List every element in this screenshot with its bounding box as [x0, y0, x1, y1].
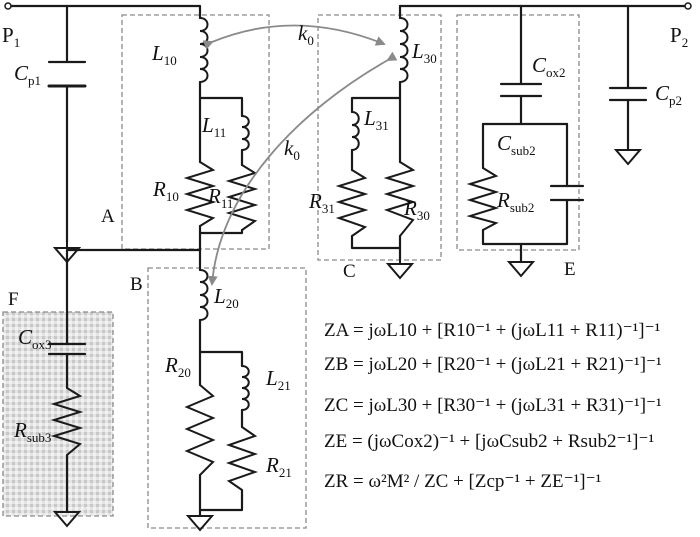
box-b [147, 267, 307, 529]
capacitor-cox3 [47, 342, 87, 356]
label-r11: R11 [207, 184, 233, 211]
equations: ZA = jωL10 + [R10⁻¹ + (jωL11 + R11)⁻¹]⁻¹… [324, 320, 662, 492]
label-k0-top: k0 [298, 21, 314, 48]
section-label-c: C [343, 261, 356, 282]
equation-zc: ZC = jωL30 + [R30⁻¹ + (jωL31 + R31)⁻¹]⁻¹ [324, 395, 662, 416]
box-a [121, 14, 270, 250]
label-l20: L20 [213, 284, 239, 311]
coupling-arrow-mid [207, 51, 398, 286]
box-e [456, 14, 580, 251]
ground-icon [52, 511, 82, 528]
section-label-e: E [564, 259, 576, 280]
capacitor-csub2 [549, 184, 585, 202]
inductor-l20 [199, 269, 209, 321]
ground-icon [613, 149, 643, 166]
capacitor-cp2 [608, 86, 648, 102]
resistor-rsub2 [466, 167, 500, 231]
label-k0-mid: k0 [284, 136, 300, 163]
label-r20: R20 [164, 353, 191, 380]
section-label-a: A [101, 206, 115, 227]
label-r10: R10 [152, 177, 179, 204]
resistor-r10 [183, 161, 217, 227]
label-l10: L10 [151, 41, 177, 68]
label-rsub2: Rsub2 [496, 188, 534, 215]
capacitor-cox2 [499, 82, 543, 98]
label-cp2: Cp2 [655, 81, 682, 108]
inductor-l31 [351, 111, 360, 151]
label-l21: L21 [265, 366, 291, 393]
equation-zr: ZR = ω²M² / ZC + [Zcp⁻¹ + ZE⁻¹]⁻¹ [324, 471, 602, 492]
box-f [2, 311, 114, 517]
terminal-p1 [4, 2, 12, 10]
label-l31: L31 [363, 106, 389, 133]
label-cp1: Cp1 [14, 61, 41, 88]
capacitor-cp1 [47, 60, 87, 88]
equation-ze: ZE = (jωCox2)⁻¹ + [jωCsub2 + Rsub2⁻¹]⁻¹ [324, 431, 655, 452]
ground-icon [385, 260, 415, 280]
grounds [52, 149, 643, 532]
equation-zb: ZB = jωL20 + [R20⁻¹ + (jωL21 + R21)⁻¹]⁻¹ [324, 354, 662, 375]
section-boxes [2, 14, 580, 529]
label-cox3: Cox3 [18, 325, 52, 352]
resistor-rsub3 [50, 387, 84, 456]
label-r30: R30 [403, 196, 430, 223]
label-csub2: Csub2 [497, 131, 536, 158]
labels: P1 P2 k0 k0 Cp1 Cp2 L10 L11 R10 R11 L20 … [2, 21, 688, 480]
resistor-r21 [225, 426, 259, 491]
label-r21: R21 [265, 453, 292, 480]
coupling-arrows [202, 24, 398, 286]
inductor-l21 [241, 365, 250, 411]
ground-icon [185, 515, 215, 532]
terminal-p2 [684, 2, 692, 10]
port-p2: P2 [670, 23, 688, 50]
inductor-l11 [241, 115, 250, 151]
section-label-f: F [8, 289, 19, 310]
inductor-l30 [399, 17, 409, 83]
inductor-l10 [199, 17, 209, 83]
capacitors [47, 60, 648, 356]
port-terminals [4, 2, 692, 10]
section-label-b: B [130, 274, 143, 295]
label-l30: L30 [411, 39, 437, 66]
label-l11: L11 [201, 113, 226, 140]
port-p1: P1 [2, 23, 20, 50]
label-cox2: Cox2 [532, 53, 566, 80]
coupling-arrow-top [202, 24, 386, 50]
label-rsub3: Rsub3 [13, 418, 51, 445]
resistor-r20 [184, 384, 216, 476]
ground-icon [52, 242, 82, 264]
equation-za: ZA = jωL10 + [R10⁻¹ + (jωL11 + R11)⁻¹]⁻¹ [324, 320, 661, 341]
resistor-r31 [335, 169, 369, 237]
label-r31: R31 [308, 189, 335, 216]
ground-icon [506, 261, 536, 278]
